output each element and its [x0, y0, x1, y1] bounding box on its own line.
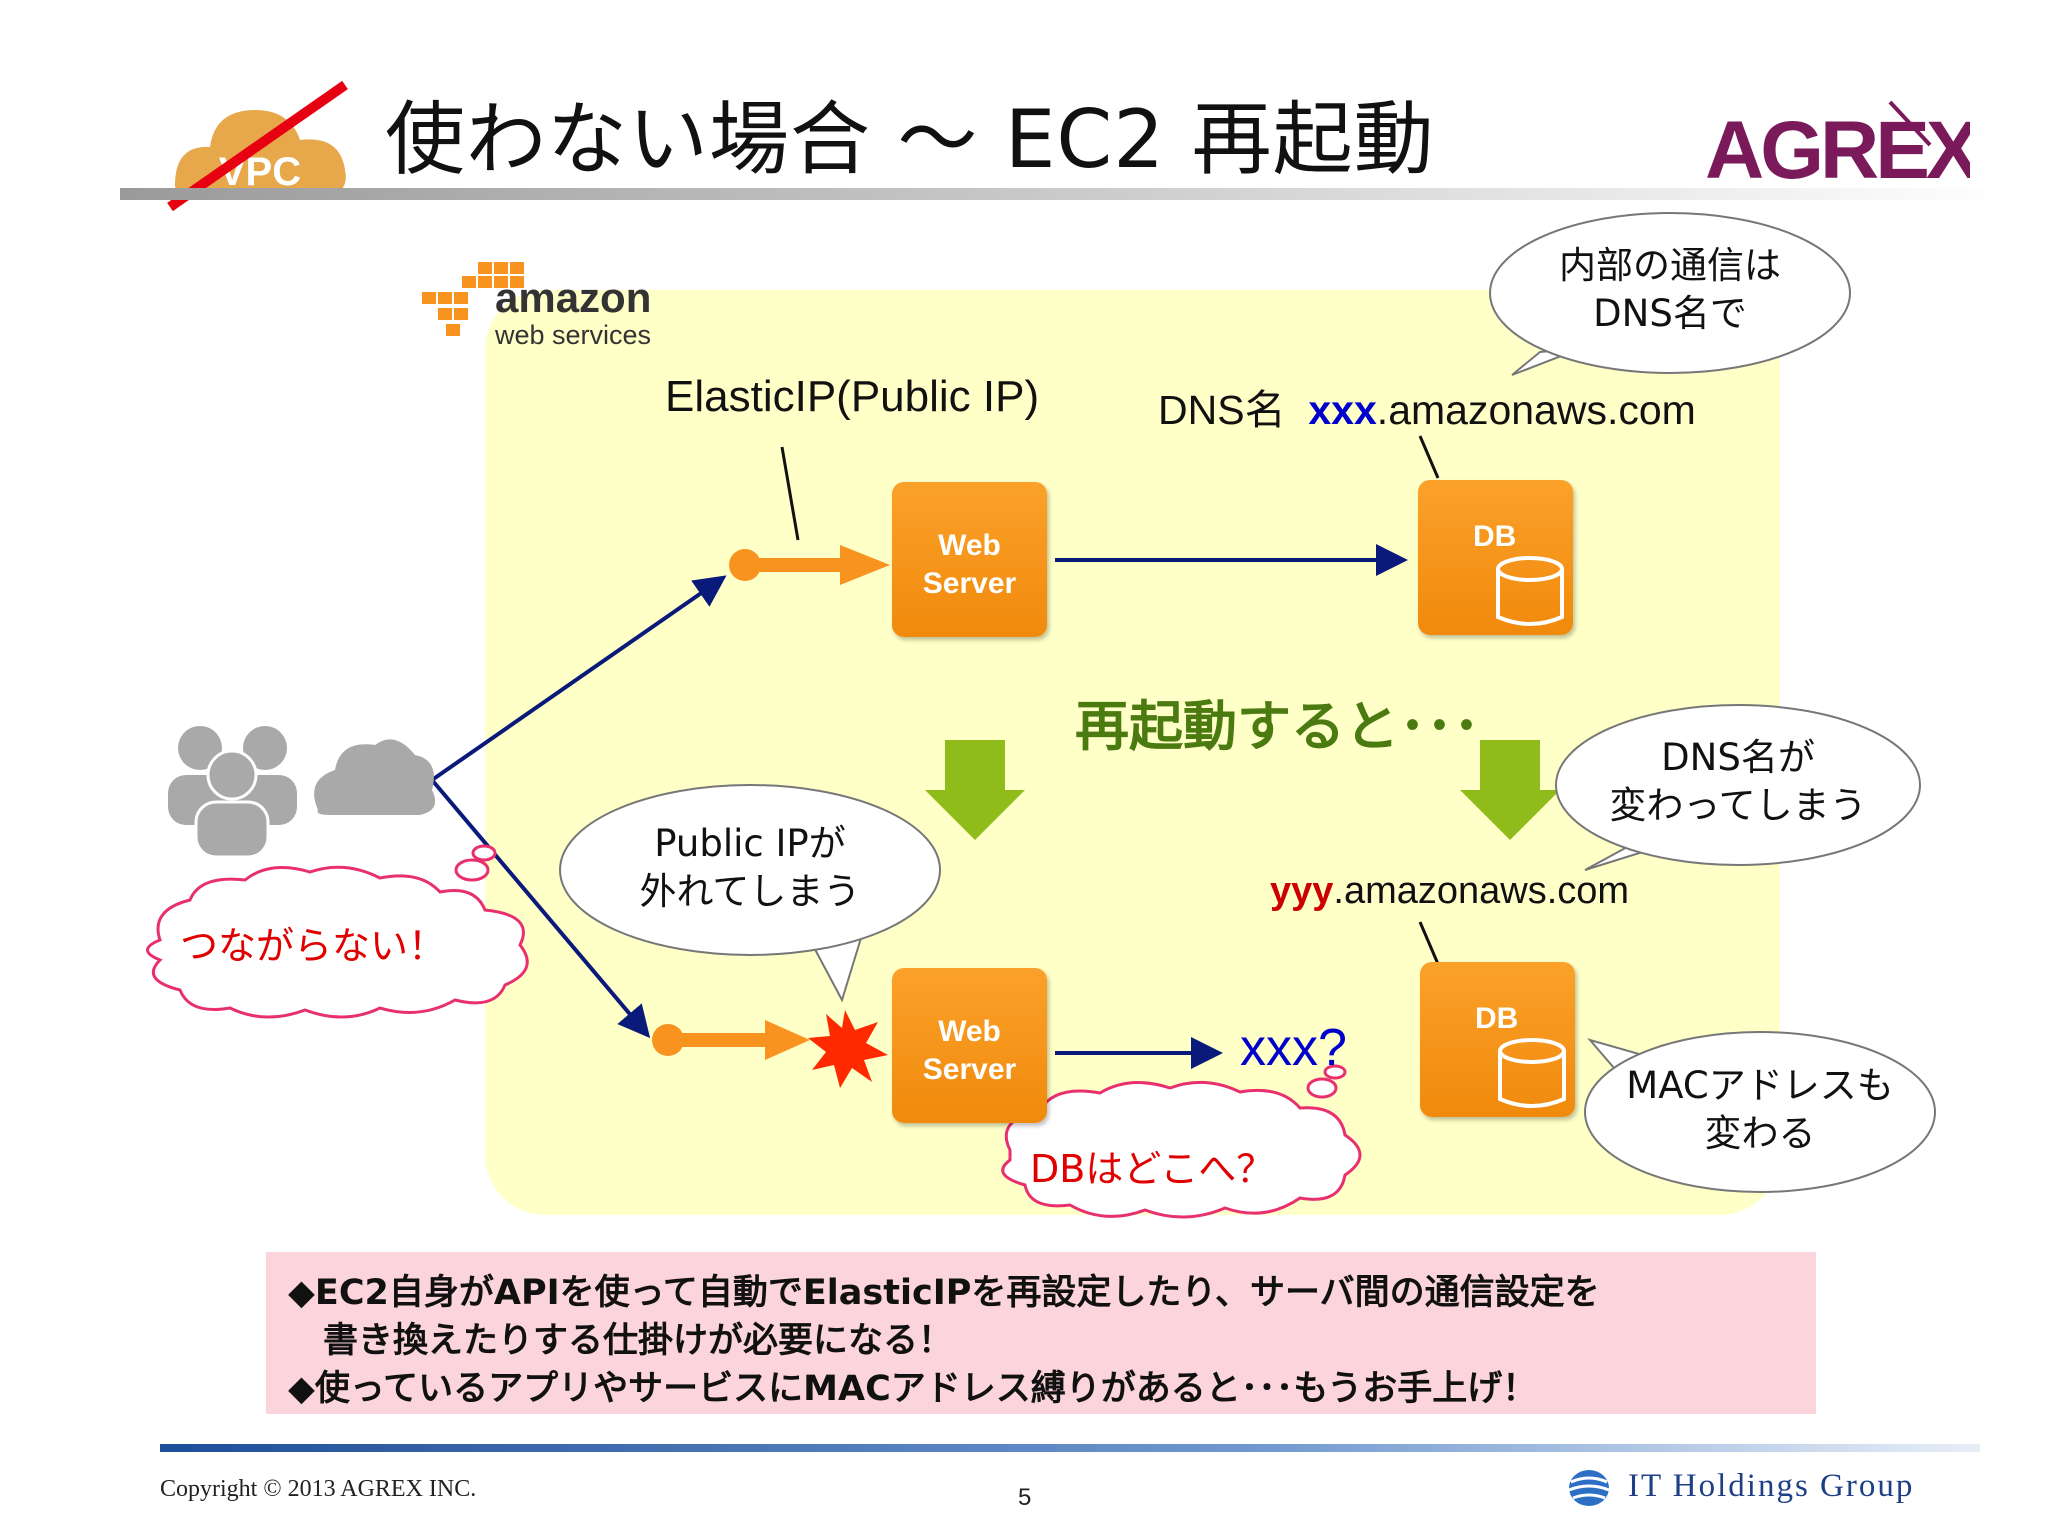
bubble-dns-changes: [1555, 704, 1921, 871]
summary-note: ◆EC2自身がAPIを使って自動でElasticIPを再設定したり、サーバ間の通…: [266, 1252, 1816, 1414]
bubble-public-ip: [559, 784, 941, 1003]
internet-cloud-icon: [314, 739, 436, 815]
dns-domain: .amazonaws.com: [1376, 387, 1696, 433]
bubble-mac: [1584, 1031, 1936, 1193]
db-server-bottom: DB: [1420, 962, 1575, 1117]
agrex-logo-text: AGREX: [1705, 105, 1970, 190]
footer-rule: [160, 1444, 1980, 1452]
page-number: 5: [1018, 1484, 1032, 1511]
dns-domain-2: .amazonaws.com: [1333, 870, 1630, 912]
db-top-label: DB: [1473, 520, 1517, 553]
bubble-mac-line1: MACアドレスも: [1626, 1064, 1894, 1107]
database-icon: [1496, 556, 1564, 626]
aws-logo-webservices: web services: [494, 320, 651, 350]
dns-prefix: DNS名: [1158, 387, 1286, 433]
copyright: Copyright © 2013 AGREX INC.: [160, 1476, 477, 1502]
green-down-arrow-left: [925, 740, 1025, 840]
cloud-no-connect-text: つながらない！: [180, 924, 447, 968]
disconnect-burst: [808, 1010, 888, 1088]
db-server-top: DB: [1418, 480, 1573, 635]
users-icon: [168, 726, 297, 859]
agrex-logo: AGREX: [1700, 100, 1984, 196]
dns-host-yyy: yyy: [1270, 870, 1334, 912]
db-bottom-label: DB: [1475, 1002, 1519, 1035]
elastic-ip-pin-bottom: [652, 1020, 810, 1060]
dns-name-label-top: DNS名 xxx.amazonaws.com: [1158, 376, 1696, 436]
cloud-where-db: [1001, 1064, 1362, 1219]
it-holdings-group: IT Holdings Group: [1628, 1468, 1915, 1504]
bubble-dns-text: DNS名が 変わってしまう: [1598, 734, 1878, 830]
xxx-question-label: xxx?: [1240, 1019, 1347, 1077]
elastic-ip-pin-top: [729, 545, 890, 585]
bubble-mac-text: MACアドレスも 変わる: [1620, 1062, 1900, 1158]
web-server-bottom-l1: Web: [938, 1015, 1001, 1048]
bubble-public-ip-line1: Public IPが: [654, 822, 846, 865]
bubble-internal-line1: 内部の通信は: [1559, 244, 1781, 287]
web-server-bottom-l2: Server: [922, 1053, 1017, 1086]
it-holdings-globe-icon: [1565, 1466, 1613, 1514]
vpc-crossed-logo: VPC: [165, 75, 365, 215]
green-down-arrow-right: [1460, 740, 1560, 840]
aws-logo: amazon web services: [420, 262, 670, 352]
aws-logo-amazon: amazon: [495, 274, 651, 321]
bubble-internal-text: 内部の通信は DNS名で: [1530, 242, 1810, 338]
web-server-top-l2: Server: [922, 567, 1017, 600]
cloud-no-connect: [146, 844, 529, 1019]
note-line-1: ◆EC2自身がAPIを使って自動でElasticIPを再設定したり、サーバ間の通…: [288, 1273, 1600, 1313]
bubble-mac-line2: 変わる: [1704, 1112, 1816, 1155]
restart-label: 再起動すると･･･: [1075, 695, 1480, 758]
note-line-2: 書き換えたりする仕掛けが必要になる！: [288, 1321, 954, 1361]
dns-name-label-bottom: yyy.amazonaws.com: [1270, 870, 1629, 913]
cloud-where-db-text: DBはどこへ？: [1030, 1147, 1275, 1191]
web-server-top-l1: Web: [938, 529, 1001, 562]
bubble-internal-line2: DNS名で: [1593, 292, 1747, 335]
elastic-ip-label: ElasticIP(Public IP): [665, 372, 1040, 421]
database-icon: [1498, 1038, 1566, 1108]
title-underline: [120, 188, 2010, 200]
page-title: 使わない場合 ～ EC2 再起動: [385, 93, 1435, 186]
bubble-dns-line2: 変わってしまう: [1609, 784, 1867, 827]
bubble-dns-line1: DNS名が: [1661, 736, 1815, 779]
bubble-internal: [1489, 212, 1851, 376]
note-line-3: ◆使っているアプリやサービスにMACアドレス縛りがあると･･･もうお手上げ！: [288, 1369, 1538, 1409]
bubble-public-ip-text: Public IPが 外れてしまう: [610, 820, 890, 916]
bubble-public-ip-line2: 外れてしまう: [639, 870, 861, 913]
dns-host-xxx: xxx: [1308, 387, 1377, 433]
